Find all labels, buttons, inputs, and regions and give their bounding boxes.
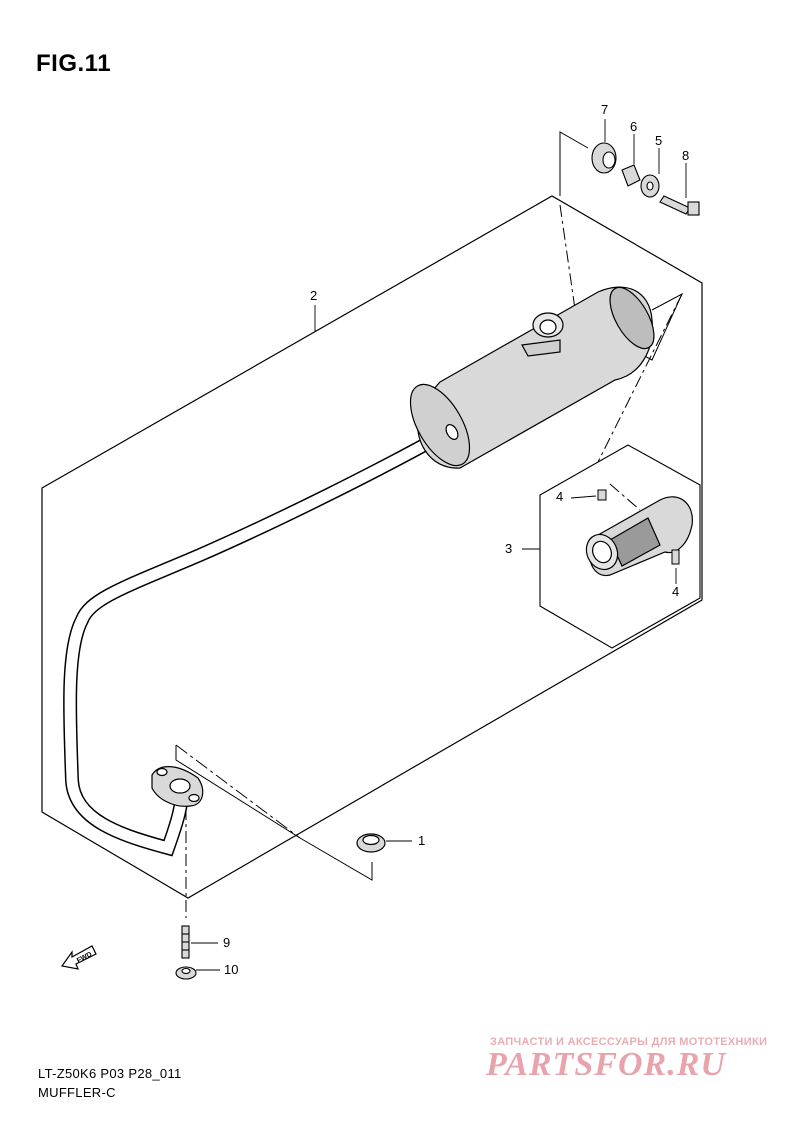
callout-7: 7 <box>601 102 609 117</box>
figure-title: FIG.11 <box>36 50 112 77</box>
spark-arrester <box>585 496 693 576</box>
callout-5: 5 <box>655 133 663 148</box>
mount-hardware <box>591 142 700 216</box>
callout-4-lower: 4 <box>672 584 680 599</box>
muffler-body <box>409 286 655 469</box>
callout-6: 6 <box>630 119 638 134</box>
screw-part <box>597 489 680 565</box>
stud-and-nut <box>175 925 197 980</box>
exhaust-pipe <box>63 425 455 857</box>
callout-2: 2 <box>310 288 318 303</box>
watermark-brand[interactable]: PARTSFOR.RU <box>486 1046 726 1083</box>
mount-hardware-outline <box>559 131 589 196</box>
alignment-line <box>559 204 577 317</box>
callout-9: 9 <box>223 935 231 950</box>
flange-group-outline <box>175 745 373 881</box>
fwd-arrow-icon: FWD <box>60 945 97 970</box>
watermark-subtitle: ЗАПЧАСТИ И АКСЕССУАРЫ ДЛЯ МОТОТЕХНИКИ <box>490 1036 768 1048</box>
muffler-assembly-outline <box>41 195 703 899</box>
callout-4-upper: 4 <box>556 489 564 504</box>
section-name: MUFFLER-C <box>38 1085 116 1100</box>
callout-8: 8 <box>682 148 690 163</box>
alignment-line <box>609 483 641 511</box>
exhaust-flange <box>151 766 204 807</box>
gasket-part <box>356 833 386 853</box>
alignment-line <box>597 293 683 463</box>
spark-arrester-box <box>539 444 701 649</box>
callout-3: 3 <box>505 541 513 556</box>
callout-10: 10 <box>224 962 239 977</box>
leader-lines <box>191 119 687 971</box>
model-code: LT-Z50K6 P03 P28_011 <box>38 1066 182 1081</box>
callout-1: 1 <box>418 833 426 848</box>
